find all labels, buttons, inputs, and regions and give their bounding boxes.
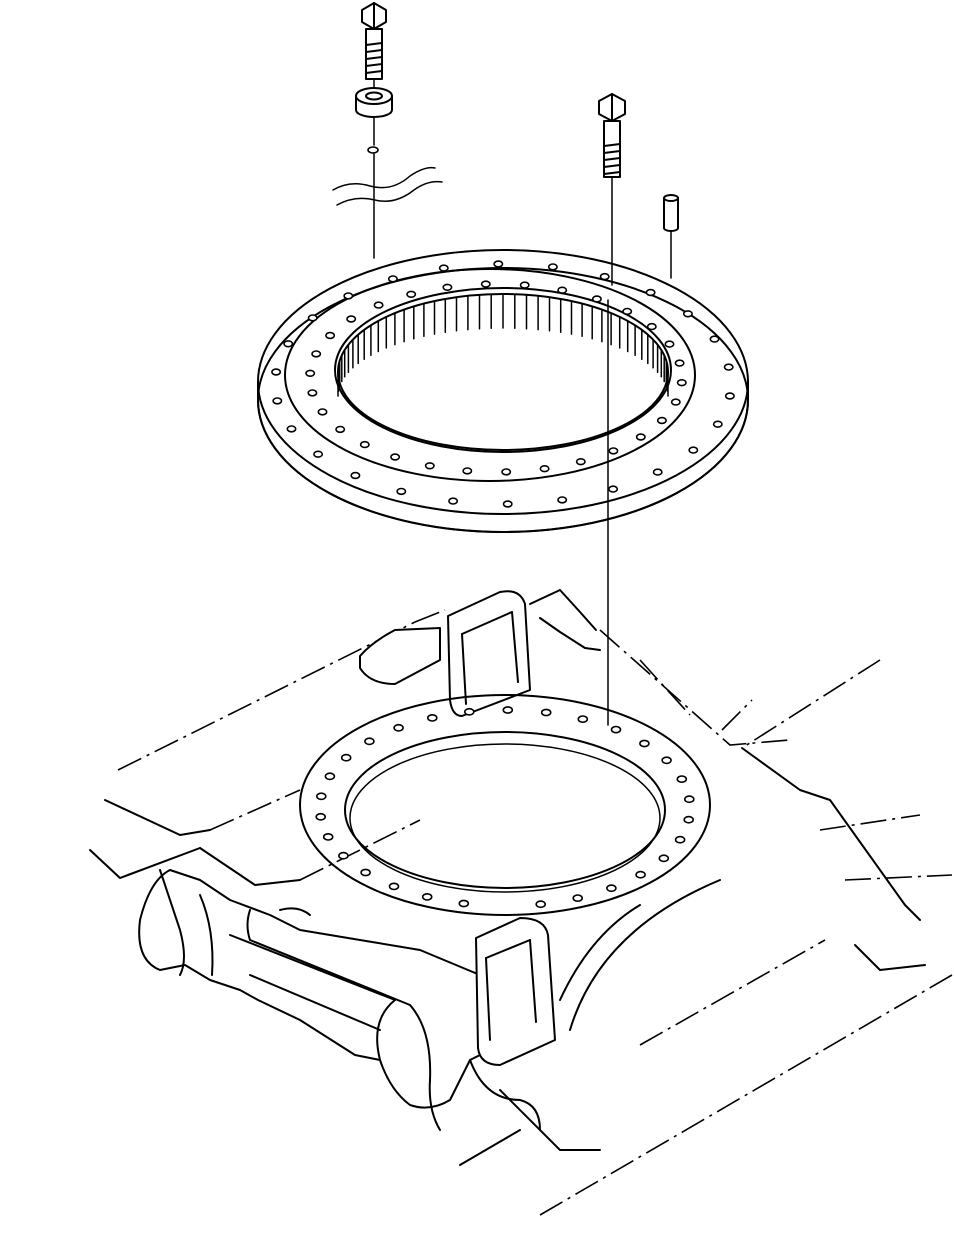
bolt-hole xyxy=(390,453,401,461)
bolt-hole xyxy=(646,322,657,331)
swing-circle xyxy=(257,249,749,533)
bolt-hole xyxy=(458,899,470,908)
bolt-hole xyxy=(480,280,491,288)
bolt-hole xyxy=(635,870,646,879)
bolt-hole xyxy=(519,281,530,289)
bolt-hole xyxy=(723,363,734,371)
bolt-hole xyxy=(608,485,619,493)
gear-teeth xyxy=(337,293,669,397)
bolt-hole xyxy=(307,389,318,397)
bolt-hole xyxy=(557,496,568,504)
hex-bolt-icon xyxy=(361,2,387,80)
bolt-hole xyxy=(493,260,504,268)
bolt-hole xyxy=(283,340,294,348)
bolt-hole xyxy=(272,397,283,405)
bolt-hole xyxy=(658,854,670,863)
thick-washer-icon xyxy=(355,87,393,118)
bolt-hole xyxy=(393,723,404,732)
bolt-hole xyxy=(724,392,735,400)
ring-inner-holes xyxy=(305,280,687,476)
break-lines xyxy=(332,166,443,206)
bolt-hole xyxy=(346,315,357,323)
bolt-hole xyxy=(438,264,449,272)
bolt-hole xyxy=(343,292,354,300)
bolt-hole xyxy=(645,288,656,297)
bolt-hole xyxy=(373,301,384,309)
bolt-hole xyxy=(462,467,473,475)
bolt-hole xyxy=(676,775,688,783)
bolt-hole xyxy=(364,737,375,746)
bolt-hole xyxy=(311,350,322,358)
bolt-hole xyxy=(322,833,334,841)
bolt-hole xyxy=(639,739,650,748)
bolt-hole xyxy=(335,425,346,434)
bolt-hole xyxy=(396,487,407,496)
bolt-hole xyxy=(324,772,336,781)
bolt-hole xyxy=(610,725,622,734)
bolt-hole xyxy=(406,290,417,298)
swing-circle-bolt xyxy=(598,93,626,178)
bolt-hole xyxy=(502,706,514,714)
bolt-hole xyxy=(359,440,370,449)
bolt-hole xyxy=(271,368,282,376)
bolt-hole xyxy=(350,471,361,480)
bolt-hole xyxy=(661,756,672,765)
bolt-hole xyxy=(572,894,584,902)
bolt-hole xyxy=(360,868,371,877)
bolt-hole xyxy=(313,450,324,458)
bolt-hole xyxy=(674,359,685,367)
bolt-hole xyxy=(683,815,695,824)
bolt-hole xyxy=(539,465,550,473)
bolt-hole xyxy=(338,851,349,860)
bolt-hole xyxy=(421,893,433,901)
bolt-hole xyxy=(683,795,695,804)
bolt-hole xyxy=(426,714,438,722)
bolt-hole xyxy=(502,500,513,508)
bolt-hole xyxy=(682,310,693,318)
bolt-hole xyxy=(442,283,453,291)
bolt-hole xyxy=(676,379,687,387)
bolt-hole xyxy=(591,295,602,303)
bolt-hole xyxy=(608,447,619,455)
bolt-hole xyxy=(501,468,512,476)
bolt-hole xyxy=(340,753,352,762)
bolt-hole xyxy=(652,468,663,476)
bolt-hole xyxy=(674,835,686,844)
bolt-hole xyxy=(606,884,617,893)
bolt-hole xyxy=(315,792,327,801)
bolt-hole xyxy=(387,275,398,283)
bolt-hole xyxy=(317,408,328,416)
bolt-hole xyxy=(670,398,681,406)
bolt-hole xyxy=(535,900,547,909)
bolt-hole xyxy=(388,882,400,891)
bolt-hole xyxy=(622,307,633,316)
bolt-hole xyxy=(599,272,610,281)
bolt-hole xyxy=(307,314,318,322)
bolt-hole xyxy=(305,369,316,377)
bolt-hole xyxy=(575,458,586,466)
bolt-hole xyxy=(424,462,435,470)
bolt-hole xyxy=(557,286,568,294)
bolt-hole xyxy=(709,335,720,343)
ring-outer-holes xyxy=(271,260,735,508)
bolt-hole xyxy=(325,331,336,340)
bolt-hole xyxy=(448,497,459,505)
bolt-hole xyxy=(688,446,699,454)
bolt-hole xyxy=(635,433,646,441)
bolt-hole xyxy=(315,812,327,821)
bolt-hole xyxy=(656,416,667,425)
bolt-hole xyxy=(540,708,552,717)
bolt-hole xyxy=(577,715,589,723)
bolt-hole xyxy=(286,425,297,433)
washer-seat-hole xyxy=(367,146,379,154)
bolt-hole xyxy=(463,707,475,716)
track-frame xyxy=(89,589,953,1216)
bolt-hole xyxy=(664,340,675,348)
bolt-hole xyxy=(547,263,558,271)
frame-mounting-holes xyxy=(315,706,695,909)
pin-icon xyxy=(663,194,679,232)
bolt-hole xyxy=(712,420,723,428)
